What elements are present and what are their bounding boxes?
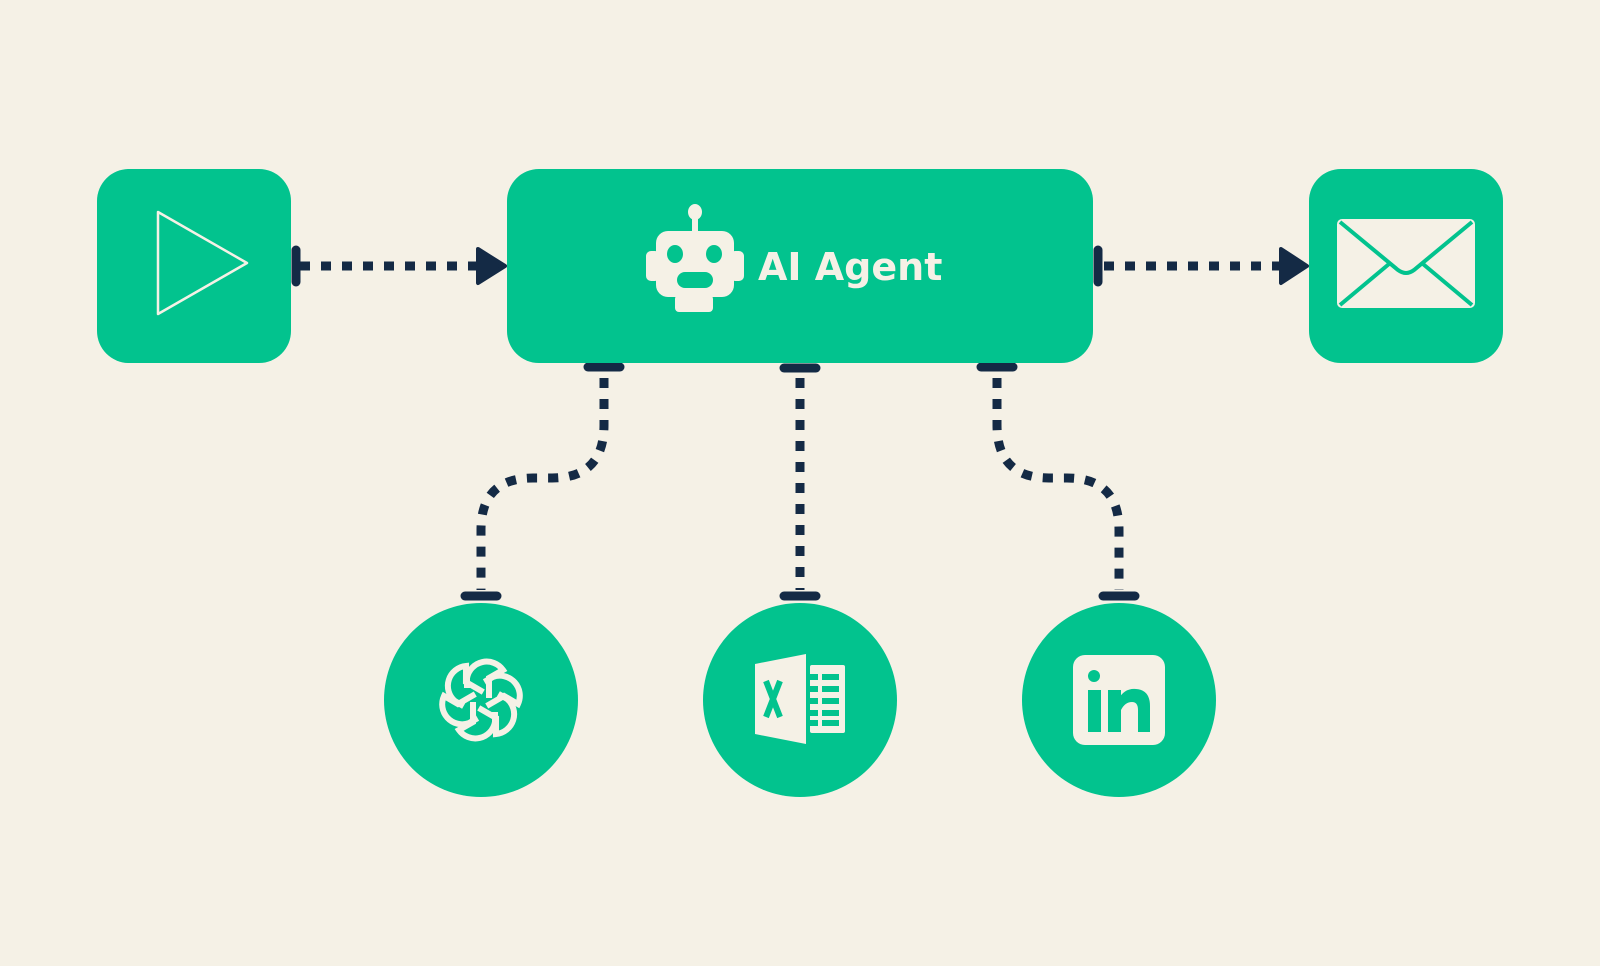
openai-icon xyxy=(437,658,526,739)
trigger-node[interactable] xyxy=(97,169,291,363)
robot-icon xyxy=(646,204,744,312)
connector-agent-to-openai[interactable] xyxy=(476,378,609,590)
connector-agent-to-linkedin[interactable] xyxy=(992,378,1124,590)
arrowhead-icon xyxy=(1279,247,1309,285)
linkedin-icon xyxy=(1073,655,1165,745)
excel-icon xyxy=(755,654,845,744)
ai-agent-node[interactable]: AI Agent xyxy=(507,169,1093,363)
connectors xyxy=(291,245,1309,601)
play-icon xyxy=(156,210,249,316)
excel-node[interactable] xyxy=(703,603,897,797)
openai-node[interactable] xyxy=(384,603,578,797)
agent-label: AI Agent xyxy=(758,245,942,289)
linkedin-node[interactable] xyxy=(1022,603,1216,797)
envelope-icon xyxy=(1337,219,1475,308)
arrowhead-icon xyxy=(476,247,507,285)
email-output-node[interactable] xyxy=(1309,169,1503,363)
